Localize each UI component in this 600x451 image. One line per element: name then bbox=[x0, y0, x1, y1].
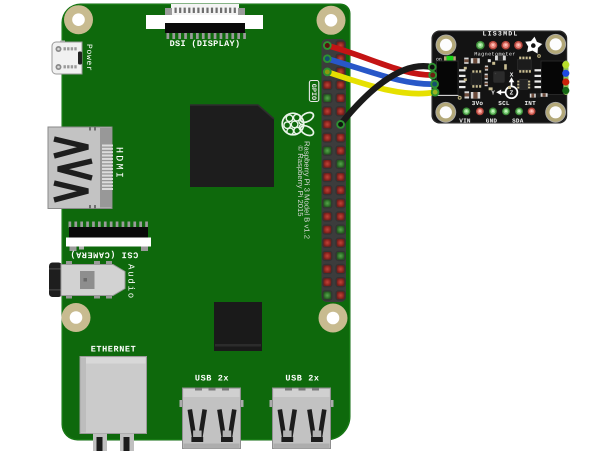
svg-text:HDMI: HDMI bbox=[113, 147, 124, 180]
svg-text:SCL: SCL bbox=[498, 100, 510, 107]
svg-text:X: X bbox=[510, 72, 514, 79]
svg-text:Z: Z bbox=[510, 90, 514, 97]
svg-text:VIN: VIN bbox=[459, 118, 471, 125]
svg-text:Audio: Audio bbox=[126, 264, 136, 300]
svg-text:SDA: SDA bbox=[512, 118, 524, 125]
svg-text:Magnetometer: Magnetometer bbox=[474, 52, 516, 58]
svg-text:USB 2x: USB 2x bbox=[195, 374, 229, 384]
svg-text:on: on bbox=[436, 58, 442, 63]
svg-text:USB 2x: USB 2x bbox=[285, 374, 319, 384]
svg-text:Y: Y bbox=[491, 90, 495, 97]
svg-text:LIS3MDL: LIS3MDL bbox=[482, 31, 518, 38]
svg-text:CSI (CAMERA): CSI (CAMERA) bbox=[70, 250, 138, 260]
svg-text:GND: GND bbox=[486, 118, 498, 125]
svg-text:© Raspberry Pi 2015: © Raspberry Pi 2015 bbox=[296, 146, 305, 217]
svg-text:ETHERNET: ETHERNET bbox=[91, 345, 137, 355]
svg-text:Power: Power bbox=[84, 44, 93, 72]
svg-text:Raspberry Pi 3 Model B v1.2: Raspberry Pi 3 Model B v1.2 bbox=[302, 141, 311, 239]
svg-text:3Vo: 3Vo bbox=[472, 100, 484, 107]
svg-text:GPIO: GPIO bbox=[309, 84, 317, 100]
svg-text:DSI (DISPLAY): DSI (DISPLAY) bbox=[170, 39, 241, 49]
svg-text:INT: INT bbox=[524, 100, 536, 107]
